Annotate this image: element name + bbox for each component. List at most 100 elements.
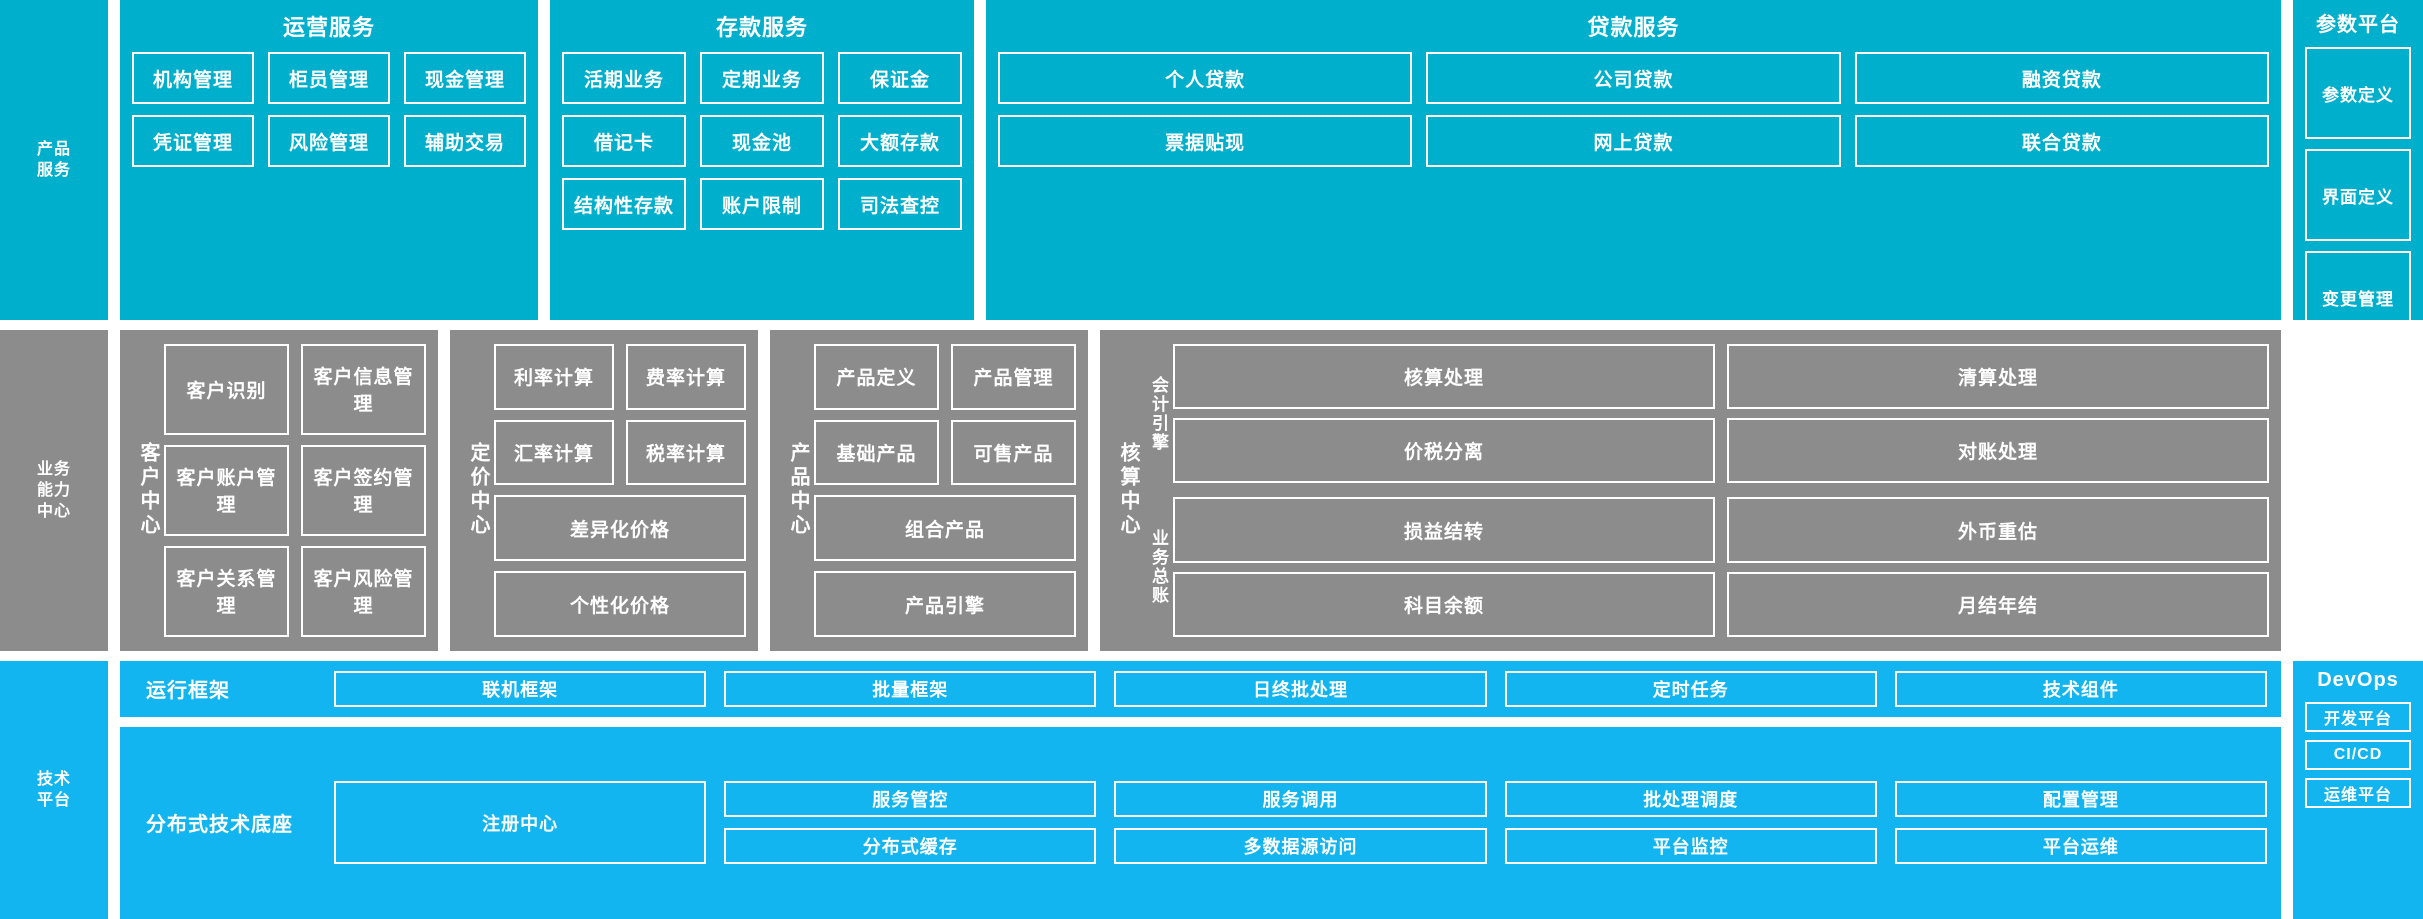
- capability-cell[interactable]: 利率计算: [494, 344, 614, 410]
- service-cell[interactable]: 机构管理: [132, 52, 254, 104]
- service-cell[interactable]: 结构性存款: [562, 178, 686, 230]
- capability-cell[interactable]: 核算处理: [1173, 344, 1715, 410]
- group-title-loan-services: 贷款服务: [1587, 15, 1680, 40]
- tech-cell[interactable]: 批处理调度: [1504, 781, 1877, 818]
- accounting-subgroups: 会计引擎 核算处理 清算处理 价税分离 对账处理 业务总账 损益结转 外币重估 …: [1144, 344, 2269, 637]
- devops-item[interactable]: 运维平台: [2305, 777, 2411, 808]
- capability-cell[interactable]: 科目余额: [1173, 571, 1715, 637]
- parameter-item[interactable]: 参数定义: [2305, 47, 2411, 140]
- service-cell[interactable]: 凭证管理: [132, 115, 254, 167]
- layer-label-line-2: 平台: [36, 791, 71, 809]
- service-cell[interactable]: 账户限制: [700, 178, 824, 230]
- tech-cell-registry[interactable]: 注册中心: [334, 781, 707, 865]
- capability-cell[interactable]: 产品定义: [814, 344, 939, 410]
- capability-cell[interactable]: 客户关系管理: [164, 545, 289, 637]
- rail-devops-wrapper: DevOps 开发平台 CI/CD 运维平台: [2293, 660, 2423, 919]
- capability-cell[interactable]: 对账处理: [1727, 418, 2269, 484]
- tech-row-label-runtime-framework: 运行框架: [146, 680, 230, 703]
- capability-cell[interactable]: 月结年结: [1727, 571, 2269, 637]
- layer-label-business-capability: 业务 能力 中心: [0, 330, 108, 651]
- service-cell[interactable]: 辅助交易: [404, 115, 526, 167]
- spacer: [1088, 330, 1100, 651]
- capability-cell-wide[interactable]: 差异化价格: [494, 495, 746, 562]
- capability-cell[interactable]: 税率计算: [626, 419, 746, 486]
- devops-item[interactable]: CI/CD: [2305, 739, 2411, 770]
- capability-cell[interactable]: 价税分离: [1173, 418, 1715, 484]
- tech-cell[interactable]: 批量框架: [724, 670, 1097, 707]
- capability-cell[interactable]: 汇率计算: [494, 419, 614, 486]
- capability-cell-wide[interactable]: 产品引擎: [814, 571, 1076, 637]
- tech-cell[interactable]: 多数据源访问: [1114, 828, 1487, 865]
- service-cell[interactable]: 定期业务: [700, 52, 824, 104]
- capability-cell[interactable]: 客户签约管理: [301, 444, 426, 536]
- layer-label-line-1: 业务: [36, 460, 71, 478]
- tech-cell[interactable]: 定时任务: [1504, 670, 1877, 707]
- center-label-product: 产品中心: [787, 442, 809, 539]
- tech-cell[interactable]: 服务调用: [1114, 781, 1487, 818]
- subgroup-label-business-ledger: 业务总账: [1149, 529, 1168, 606]
- capability-cell[interactable]: 费率计算: [626, 344, 746, 410]
- service-cell[interactable]: 风险管理: [268, 115, 390, 167]
- group-title-operation-services: 运营服务: [282, 15, 375, 40]
- service-cell[interactable]: 现金管理: [404, 52, 526, 104]
- tech-cell[interactable]: 平台运维: [1894, 828, 2267, 865]
- center-grid-pricing: 利率计算 费率计算 汇率计算 税率计算 差异化价格 个性化价格: [494, 344, 746, 637]
- service-cell[interactable]: 活期业务: [562, 52, 686, 104]
- tech-cell[interactable]: 日终批处理: [1114, 670, 1487, 707]
- tech-cell[interactable]: 分布式缓存: [724, 828, 1097, 865]
- layer-label-line-2: 服务: [36, 162, 71, 179]
- center-grid-customer: 客户识别 客户信息管理 客户账户管理 客户签约管理 客户关系管理 客户风险管理: [164, 344, 426, 637]
- service-cell[interactable]: 联合贷款: [1854, 115, 2269, 167]
- tech-cell[interactable]: 技术组件: [1894, 670, 2267, 707]
- devops-item[interactable]: 开发平台: [2305, 701, 2411, 732]
- capability-cell-wide[interactable]: 组合产品: [814, 495, 1076, 562]
- service-cell[interactable]: 借记卡: [562, 115, 686, 167]
- layer-label-tech-platform: 技术 平台: [0, 660, 108, 919]
- service-cell[interactable]: 融资贷款: [1854, 52, 2269, 104]
- tech-row-cells-distributed: 注册中心 服务管控 服务调用 批处理调度 配置管理 分布式缓存 多数据源访问 平…: [334, 781, 2267, 865]
- service-cell[interactable]: 公司贷款: [1426, 52, 1841, 104]
- spacer: [438, 330, 450, 651]
- capability-cell[interactable]: 外币重估: [1727, 497, 2269, 563]
- tech-row-label-distributed-base: 分布式技术底座: [146, 814, 293, 837]
- tech-row-cells-runtime: 联机框架 批量框架 日终批处理 定时任务 技术组件: [334, 670, 2267, 707]
- service-cell[interactable]: 保证金: [838, 52, 962, 104]
- tech-cell[interactable]: 配置管理: [1894, 781, 2267, 818]
- capability-cell[interactable]: 基础产品: [814, 419, 939, 486]
- service-cell[interactable]: 现金池: [700, 115, 824, 167]
- service-cell[interactable]: 柜员管理: [268, 52, 390, 104]
- spacer: [108, 330, 120, 651]
- tech-cell[interactable]: 服务管控: [724, 781, 1097, 818]
- capability-cell[interactable]: 客户信息管理: [301, 344, 426, 435]
- spacer: [108, 0, 120, 320]
- capability-cell[interactable]: 可售产品: [951, 419, 1076, 486]
- layer-label-line-3: 中心: [36, 503, 71, 521]
- center-accounting: 核算中心 会计引擎 核算处理 清算处理 价税分离 对账处理 业务总账 损益结转 …: [1100, 330, 2281, 651]
- spacer: [974, 0, 986, 320]
- service-cell[interactable]: 网上贷款: [1426, 115, 1841, 167]
- capability-cell[interactable]: 客户识别: [164, 344, 289, 435]
- service-cell[interactable]: 大额存款: [838, 115, 962, 167]
- service-cell[interactable]: 个人贷款: [998, 52, 1413, 104]
- accounting-subgroup-engine: 会计引擎 核算处理 清算处理 价税分离 对账处理: [1144, 344, 2269, 484]
- tech-row-runtime-framework: 运行框架 联机框架 批量框架 日终批处理 定时任务 技术组件: [120, 660, 2281, 717]
- layer-label-line-2: 能力: [36, 481, 71, 499]
- capability-cell[interactable]: 客户风险管理: [301, 545, 426, 637]
- band-spacer: [0, 650, 2423, 661]
- group-grid-operation-services: 机构管理 柜员管理 现金管理 凭证管理 风险管理 辅助交易: [132, 52, 526, 308]
- rail-spacer: [2293, 330, 2423, 651]
- spacer: [108, 660, 120, 919]
- capability-cell[interactable]: 客户账户管理: [164, 444, 289, 536]
- center-customer: 客户中心 客户识别 客户信息管理 客户账户管理 客户签约管理 客户关系管理 客户…: [120, 330, 438, 651]
- capability-cell[interactable]: 产品管理: [951, 344, 1076, 410]
- service-cell[interactable]: 票据贴现: [998, 115, 1413, 167]
- parameter-item[interactable]: 界面定义: [2305, 149, 2411, 242]
- capability-cell[interactable]: 清算处理: [1727, 344, 2269, 410]
- capability-cell-wide[interactable]: 个性化价格: [494, 571, 746, 637]
- service-cell[interactable]: 司法查控: [838, 178, 962, 230]
- tech-cell[interactable]: 平台监控: [1504, 828, 1877, 865]
- tech-cell[interactable]: 联机框架: [334, 670, 707, 707]
- panel-devops: DevOps 开发平台 CI/CD 运维平台: [2293, 660, 2423, 919]
- capability-cell[interactable]: 损益结转: [1173, 497, 1715, 563]
- layer-label-product-services: 产品 服务: [0, 0, 108, 320]
